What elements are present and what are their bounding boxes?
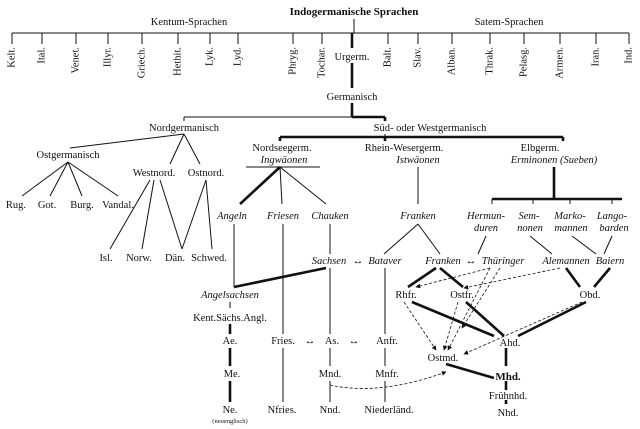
as-anfr-arrow: ↔ xyxy=(349,336,360,347)
lang-alban: Alban. xyxy=(446,47,457,75)
alemannen-label: Alemannen xyxy=(541,256,589,267)
me-label: Me. xyxy=(224,369,241,380)
ostgermanisch-label: Ostgermanisch xyxy=(37,150,101,161)
ostnord-label: Ostnord. xyxy=(188,168,224,179)
lang-isl: Isl. xyxy=(99,253,112,264)
lang-phryg: Phryg. xyxy=(287,47,298,75)
nordgermanisch-label: Nordgermanisch xyxy=(149,123,220,134)
markomannen-label-2: mannen xyxy=(554,223,587,234)
hermunduren-label-1: Hermun- xyxy=(466,211,505,222)
ostfr-label: Ostfr. xyxy=(450,290,474,301)
lower-connectors xyxy=(282,348,386,402)
lang-venet: Venet. xyxy=(70,47,81,74)
erminonen-label: Erminonen (Sueben) xyxy=(510,155,598,166)
obd-label: Obd. xyxy=(580,290,601,301)
westnord-label: Westnord. xyxy=(133,168,176,179)
hermunduren-label-2: duren xyxy=(474,223,498,234)
lang-ind: Ind. xyxy=(623,47,634,64)
tribe-connectors xyxy=(233,223,613,334)
lang-urgerm: Urgerm. xyxy=(334,52,369,63)
lang-ital: Ital. xyxy=(36,47,47,64)
friesen-label: Friesen xyxy=(266,211,299,222)
elbgerm-label: Elbgerm. xyxy=(521,143,560,154)
nordgermanisch-connectors xyxy=(69,133,201,165)
lang-griech: Griech. xyxy=(136,47,147,78)
lang-lyd: Lyd. xyxy=(232,47,243,66)
franken-label: Franken xyxy=(399,211,436,222)
lang-slav: Slav. xyxy=(412,47,423,68)
lang-vandal: Vandal. xyxy=(102,200,134,211)
franken-thueringer-arrow: ↔ xyxy=(466,256,477,267)
lang-norw: Norw. xyxy=(126,253,152,264)
baiern-label: Baiern xyxy=(596,256,625,267)
ae-label: Ae. xyxy=(223,336,238,347)
nhd-label: Nhd. xyxy=(498,408,519,419)
nfries-label: Nfries. xyxy=(268,405,297,416)
ne-note-label: (neuenglisch) xyxy=(212,418,247,425)
ne-label: Ne. xyxy=(223,405,238,416)
langobarden-label-2: barden xyxy=(599,223,628,234)
fries-as-arrow: ↔ xyxy=(305,336,316,347)
niederlaend-label: Niederländ. xyxy=(364,405,413,416)
lang-rug: Rug. xyxy=(6,200,26,211)
ahd-label: Ahd. xyxy=(500,338,521,349)
rhfr-label: Rhfr. xyxy=(395,290,416,301)
satem-label: Satem-Sprachen xyxy=(475,17,545,28)
nnd-label: Nnd. xyxy=(320,405,341,416)
ingwaeonen-label: Ingwäonen xyxy=(260,155,308,166)
nordseegerm-label: Nordseegerm. xyxy=(252,143,311,154)
kent-saechs-angl-label: Kent.Sächs.Angl. xyxy=(193,313,267,324)
top-connectors xyxy=(11,19,630,48)
semnonen-label-1: Sem- xyxy=(519,211,540,222)
fries-label: Fries. xyxy=(271,336,295,347)
markomannen-label-1: Marko- xyxy=(553,211,586,222)
lang-armen: Armen. xyxy=(554,47,565,79)
sachsen-label: Sachsen xyxy=(312,256,346,267)
mnfr-label: Mnfr. xyxy=(375,369,399,380)
mid-connectors xyxy=(233,266,611,334)
anfr-label: Anfr. xyxy=(376,336,398,347)
lang-tochar: Tochar. xyxy=(316,47,327,78)
highgerman-connectors xyxy=(329,267,587,404)
lang-got: Got. xyxy=(38,200,56,211)
lang-schwed: Schwed. xyxy=(191,253,227,264)
istwaeonen-label: Istwäonen xyxy=(395,155,439,166)
as-label: As. xyxy=(325,336,339,347)
chauken-label: Chauken xyxy=(311,211,348,222)
thueringer-label: Thüringer xyxy=(482,256,526,267)
lang-hethit: Hethit. xyxy=(172,47,183,76)
franken2-label: Franken xyxy=(424,256,461,267)
westgermanisch-connectors xyxy=(278,117,565,141)
rhein-wesergerm-label: Rhein-Wesergerm. xyxy=(365,143,444,154)
semnonen-label-2: nonen xyxy=(517,223,543,234)
angelsachsen-label: Angelsachsen xyxy=(200,290,259,301)
germanisch-connectors xyxy=(183,103,385,121)
langobarden-label-1: Lango- xyxy=(596,211,628,222)
lang-daen: Dän. xyxy=(165,253,185,264)
lang-lyk: Lyk. xyxy=(204,47,215,66)
sachsen-bataver-arrow: ↔ xyxy=(353,256,364,267)
ostmd-label: Ostmd. xyxy=(428,353,459,364)
lang-illyr: Illyr. xyxy=(102,47,113,67)
bataver-label: Bataver xyxy=(368,256,402,267)
lang-kelt: Kelt. xyxy=(6,47,17,68)
lang-balt: Balt. xyxy=(382,47,393,67)
germanisch-label: Germanisch xyxy=(327,92,378,103)
lang-pelasg: Pelasg. xyxy=(518,47,529,77)
westgermanisch-label: Süd- oder Westgermanisch xyxy=(374,123,487,134)
lang-thrak: Thrak. xyxy=(484,47,495,75)
fruehnhd-label: Frühnhd. xyxy=(489,391,527,402)
ostgermanisch-connectors xyxy=(21,161,119,197)
angeln-label: Angeln xyxy=(216,211,247,222)
west-group-connectors xyxy=(239,166,622,205)
nord-subconnectors xyxy=(109,179,213,250)
mhd-label: Mhd. xyxy=(495,371,521,383)
mnd-label: Mnd. xyxy=(319,369,341,380)
kentum-label: Kentum-Sprachen xyxy=(151,17,228,28)
lang-iran: Iran. xyxy=(590,47,601,67)
tree-title: Indogermanische Sprachen xyxy=(290,6,419,18)
lang-burg: Burg. xyxy=(70,200,93,211)
